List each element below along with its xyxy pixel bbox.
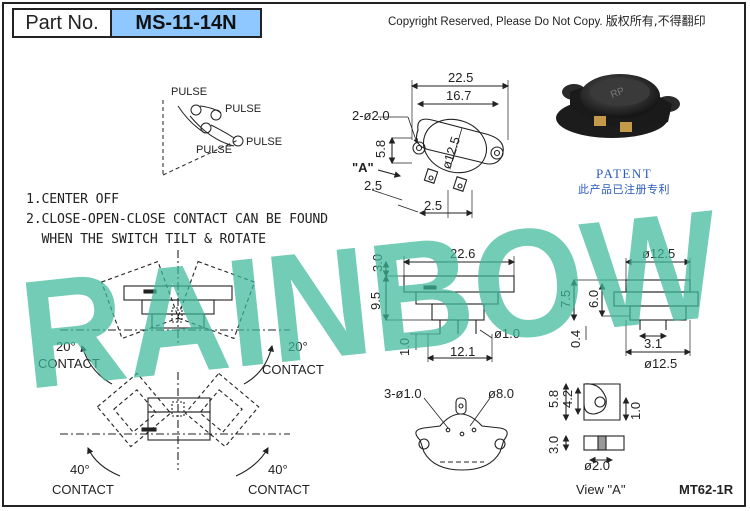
front-dim-pin: 1.0 bbox=[397, 338, 412, 356]
viewa-dim-5-8: 5.8 bbox=[546, 390, 561, 408]
top-view-marker: "A" bbox=[352, 160, 374, 175]
tilt40-angle-left: 40° bbox=[70, 462, 90, 477]
patent-label-cn: 此产品已注册专利 bbox=[578, 183, 670, 196]
viewa-dim-1-0: 1.0 bbox=[628, 402, 643, 420]
photo-pin-1 bbox=[594, 116, 606, 126]
patent-label: PATENT bbox=[596, 166, 653, 181]
top-dim-diameter: ø12.5 bbox=[439, 135, 464, 171]
part-number: MS-11-14N bbox=[112, 10, 260, 36]
note-line-2: 2.CLOSE-OPEN-CLOSE CONTACT CAN BE FOUND bbox=[26, 212, 328, 227]
tilt40-contact-right: CONTACT bbox=[248, 482, 310, 497]
front-dim-pin-span: 12.1 bbox=[450, 344, 475, 359]
viewa-caption: View "A" bbox=[576, 482, 626, 497]
pulse-node-1 bbox=[190, 104, 202, 116]
top-dim-hole-span: 16.7 bbox=[446, 88, 471, 103]
pulse-node-4 bbox=[232, 135, 244, 147]
front-dim-width: 22.6 bbox=[450, 246, 475, 261]
tilt20-angle-left: 20° bbox=[56, 339, 76, 354]
note-line-3: WHEN THE SWITCH TILT & ROTATE bbox=[26, 232, 266, 247]
copyright-notice: Copyright Reserved, Please Do Not Copy. … bbox=[388, 12, 706, 29]
viewa-dim-2-0: ø2.0 bbox=[584, 458, 610, 473]
front-dim-pin-dia: ø1.0 bbox=[494, 326, 520, 341]
copyright-en: Copyright Reserved, Please Do Not Copy. bbox=[388, 16, 603, 28]
side-dim-height: 7.5 bbox=[558, 290, 573, 308]
tilt-view-40 bbox=[60, 372, 290, 477]
side-dim-bottom-dia: ø12.5 bbox=[644, 356, 677, 371]
pulse-label-1: PULSE bbox=[171, 86, 207, 98]
pulse-label-2: PULSE bbox=[225, 103, 261, 115]
side-dim-body: 6.0 bbox=[586, 290, 601, 308]
svg-text:RP: RP bbox=[609, 86, 626, 101]
part-number-box: Part No. MS-11-14N bbox=[12, 8, 262, 38]
top-dim-width: 22.5 bbox=[448, 70, 473, 85]
note-line-1: 1.CENTER OFF bbox=[26, 192, 119, 207]
part-label: Part No. bbox=[14, 10, 112, 36]
product-photo: RP bbox=[556, 74, 680, 138]
tilt20-contact-left: CONTACT bbox=[38, 356, 100, 371]
bottom-dim-dia: ø8.0 bbox=[488, 386, 514, 401]
tilt40-contact-left: CONTACT bbox=[52, 482, 114, 497]
top-view bbox=[371, 80, 510, 218]
pulse-label-3: PULSE bbox=[196, 144, 232, 156]
bottom-view bbox=[415, 397, 508, 471]
model-code: MT62-1R bbox=[679, 482, 734, 497]
side-dim-top-dia: ø12.5 bbox=[642, 246, 675, 261]
top-dim-height: 5.8 bbox=[373, 140, 388, 158]
view-a bbox=[562, 382, 630, 464]
side-dim-pin: 3.1 bbox=[644, 336, 662, 351]
side-dim-gap: 0.4 bbox=[568, 330, 583, 348]
top-dim-pin: 2.5 bbox=[424, 198, 442, 213]
viewa-dim-3-0: 3.0 bbox=[546, 436, 561, 454]
tilt-view-20 bbox=[60, 250, 290, 385]
pulse-diagram bbox=[162, 100, 244, 176]
tilt20-contact-right: CONTACT bbox=[262, 362, 324, 377]
tilt40-angle-right: 40° bbox=[268, 462, 288, 477]
tilt20-angle-right: 20° bbox=[288, 339, 308, 354]
photo-pin-2 bbox=[620, 122, 632, 132]
bottom-dim-holes: 3-ø1.0 bbox=[384, 386, 422, 401]
front-view bbox=[382, 256, 516, 362]
front-dim-top: 3.0 bbox=[370, 254, 385, 272]
viewa-dim-4-2: 4.2 bbox=[560, 390, 575, 408]
top-dim-left: 2.5 bbox=[364, 178, 382, 193]
side-view bbox=[570, 258, 699, 356]
pulse-label-4: PULSE bbox=[246, 136, 282, 148]
top-hole-callout: 2-ø2.0 bbox=[352, 108, 390, 123]
front-dim-height: 9.5 bbox=[368, 292, 383, 310]
copyright-cn: 版权所有,不得翻印 bbox=[605, 14, 706, 28]
